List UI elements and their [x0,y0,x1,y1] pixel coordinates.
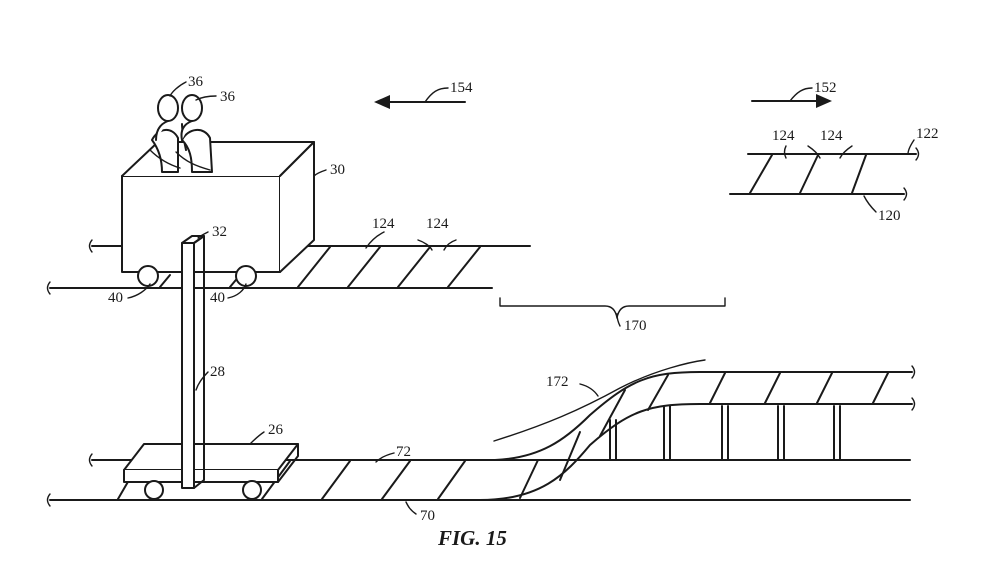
label-wheel-right: 40 [210,290,225,306]
label-lower-track-upper: 72 [396,444,411,460]
label-inset-slat-b: 124 [820,128,843,144]
label-lower-track-base: 70 [420,508,435,524]
label-ramp: 172 [546,374,569,390]
label-inset-slat-a: 124 [772,128,795,144]
label-rider-a: 36 [188,74,204,90]
inset-track [730,148,919,200]
label-upper-slat-a: 124 [372,216,395,232]
label-vehicle: 30 [330,162,345,178]
label-post: 28 [210,364,225,380]
label-inset-rail-top: 122 [916,126,939,142]
label-arrow-right: 152 [814,80,837,96]
ride-vehicle [122,142,314,286]
label-inset-rail-bottom: 120 [878,208,901,224]
base-cart [124,444,298,499]
label-upper-slat-b: 124 [426,216,449,232]
label-gap-region: 170 [624,318,647,334]
gap-bracket [500,298,725,318]
label-post-top: 32 [212,224,227,240]
label-wheel-left: 40 [108,290,123,306]
label-arrow-left: 154 [450,80,473,96]
figure-caption: FIG. 15 [437,526,507,550]
label-base-cart: 26 [268,422,284,438]
label-rider-b: 36 [220,89,236,105]
